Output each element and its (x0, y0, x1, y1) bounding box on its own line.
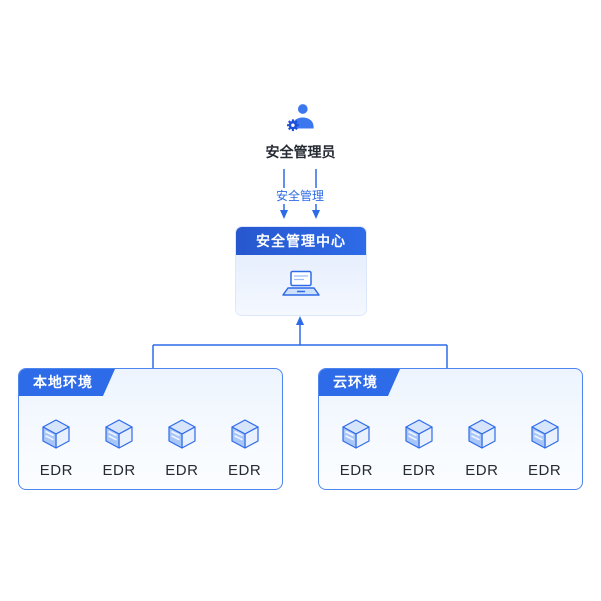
admin-figure: 安全管理员 (0, 100, 601, 162)
node-row: EDR EDR EDR EDR (19, 415, 282, 479)
arrow-up-icon (296, 316, 304, 325)
server-cube-icon (525, 415, 565, 455)
flow-label: 安全管理 (272, 188, 328, 204)
group-cloud-environment: 云环境 EDR EDR EDR EDR (318, 368, 583, 490)
edr-node: EDR (25, 415, 88, 479)
edr-label: EDR (339, 462, 373, 479)
edr-label: EDR (228, 462, 262, 479)
arrow-down-icon (280, 210, 288, 219)
edr-node: EDR (513, 415, 576, 479)
edr-label: EDR (465, 462, 499, 479)
node-row: EDR EDR EDR EDR (319, 415, 582, 479)
admin-gear-icon (286, 104, 314, 132)
edr-node: EDR (388, 415, 451, 479)
edr-node: EDR (451, 415, 514, 479)
laptop-icon (282, 270, 320, 296)
edr-label: EDR (528, 462, 562, 479)
edr-label: EDR (402, 462, 436, 479)
server-cube-icon (462, 415, 502, 455)
security-center-title: 安全管理中心 (236, 227, 366, 255)
admin-label: 安全管理员 (265, 144, 336, 160)
edr-node: EDR (325, 415, 388, 479)
server-cube-icon (162, 415, 202, 455)
edr-label: EDR (39, 462, 73, 479)
edr-label: EDR (102, 462, 136, 479)
edr-node: EDR (88, 415, 151, 479)
server-cube-icon (336, 415, 376, 455)
server-cube-icon (399, 415, 439, 455)
server-cube-icon (225, 415, 265, 455)
arrow-down-icon (312, 210, 320, 219)
group-cloud-title: 云环境 (319, 369, 400, 396)
security-center-body (236, 255, 366, 315)
edr-label: EDR (165, 462, 199, 479)
edr-node: EDR (213, 415, 276, 479)
group-local-environment: 本地环境 EDR EDR EDR EDR (18, 368, 283, 490)
server-cube-icon (99, 415, 139, 455)
edr-node: EDR (151, 415, 214, 479)
security-center-box: 安全管理中心 (236, 227, 366, 315)
server-cube-icon (36, 415, 76, 455)
group-local-title: 本地环境 (19, 369, 115, 396)
